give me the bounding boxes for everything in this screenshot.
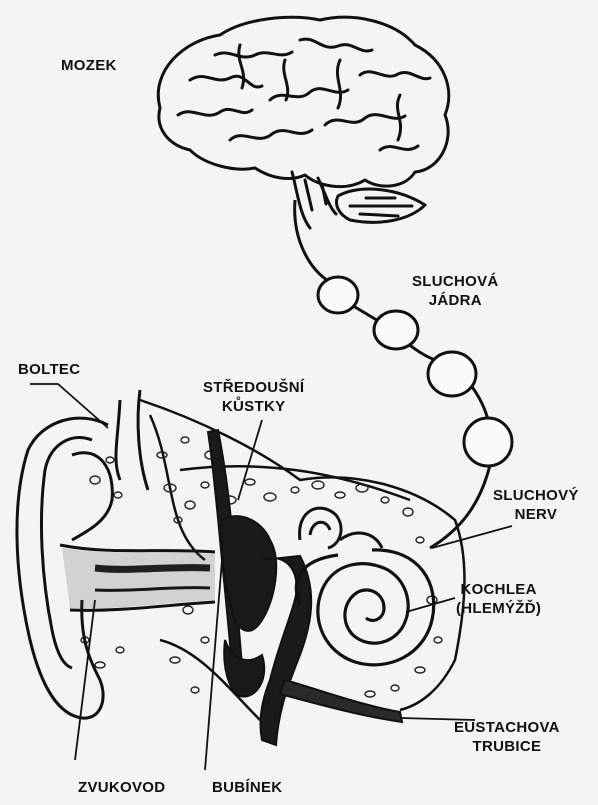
label-sluchovy-nerv-line-1: SLUCHOVÝ [493, 486, 579, 505]
nucleus-4 [464, 418, 512, 466]
eustachian-tube [280, 680, 402, 722]
label-kochlea-line-2: (HLEMÝŽĎ) [456, 599, 541, 618]
brain [158, 17, 448, 228]
label-kochlea: KOCHLEA (HLEMÝŽĎ) [456, 580, 541, 618]
label-boltec: BOLTEC [18, 360, 80, 379]
leader-kustky [238, 420, 262, 500]
label-kochlea-line-1: KOCHLEA [456, 580, 541, 599]
label-stredousni-kustky-line-2: KŮSTKY [203, 397, 304, 416]
leader-kochlea [406, 598, 455, 612]
label-mozek: MOZEK [61, 56, 117, 75]
label-sluchova-jadra: SLUCHOVÁ JÁDRA [412, 272, 499, 310]
label-sluchova-jadra-line-1: SLUCHOVÁ [412, 272, 499, 291]
label-sluchovy-nerv-line-2: NERV [493, 505, 579, 524]
label-stredousni-kustky-line-1: STŘEDOUŠNÍ [203, 378, 304, 397]
nucleus-3 [428, 352, 476, 396]
label-sluchova-jadra-line-2: JÁDRA [412, 291, 499, 310]
label-zvukovod: ZVUKOVOD [78, 778, 165, 797]
semicircular-canals [300, 508, 382, 548]
label-stredousni-kustky: STŘEDOUŠNÍ KŮSTKY [203, 378, 304, 416]
nucleus-1 [318, 277, 358, 313]
ear-canal-fill [62, 548, 215, 608]
label-eustachova-trubice: EUSTACHOVA TRUBICE [454, 718, 560, 756]
cochlea [296, 550, 433, 665]
nucleus-2 [374, 311, 418, 349]
label-sluchovy-nerv: SLUCHOVÝ NERV [493, 486, 579, 524]
label-bubinek: BUBÍNEK [212, 778, 282, 797]
leader-zvukovod [75, 600, 95, 760]
label-eustachova-trubice-line-1: EUSTACHOVA [454, 718, 560, 737]
label-eustachova-trubice-line-2: TRUBICE [454, 737, 560, 756]
